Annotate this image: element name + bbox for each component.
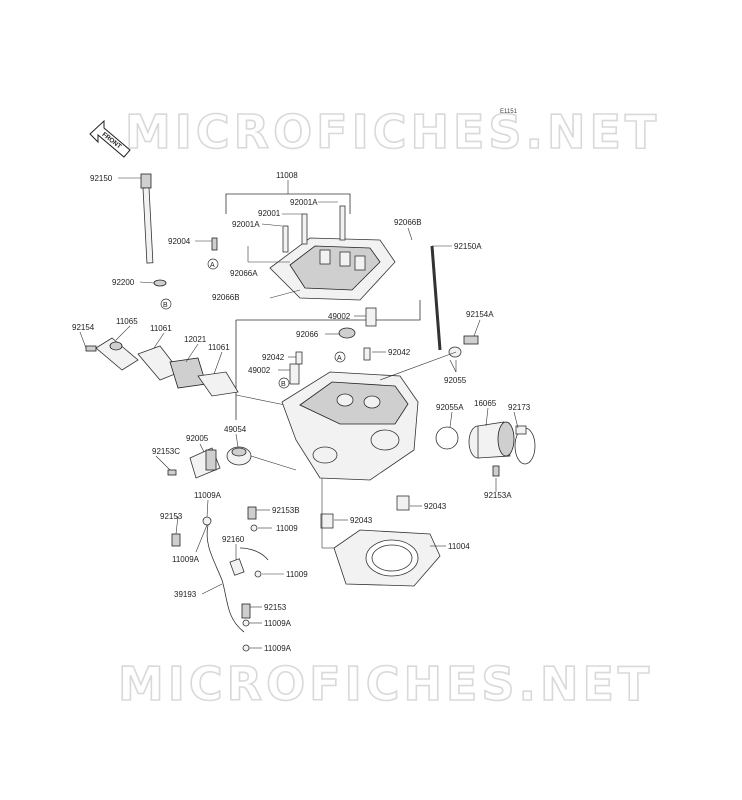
reed-valve-12021-icon xyxy=(169,357,207,389)
label-49002: 49002 xyxy=(248,366,271,375)
bolt-92153a-icon xyxy=(492,465,500,477)
oil-seal-92066-icon xyxy=(338,327,356,339)
head-gasket-11004-icon xyxy=(333,529,441,587)
label-92005: 92005 xyxy=(186,434,209,443)
tappet-49002-icon xyxy=(289,307,377,385)
svg-text:A: A xyxy=(337,355,342,362)
thermostat-cover-92005-icon xyxy=(189,447,221,479)
watermark-top: MICROFICHES.NET xyxy=(125,105,660,159)
label-11009-a: 11009 xyxy=(276,524,298,533)
label-16065: 16065 xyxy=(474,399,497,408)
intake-joint-16065-icon xyxy=(468,421,515,459)
cylinder-head-icon xyxy=(281,371,419,481)
label-92042-a: 92042 xyxy=(262,353,285,362)
label-12021: 12021 xyxy=(184,335,207,344)
washer-92200-icon xyxy=(153,279,167,287)
oil-pipe-39193-icon xyxy=(206,524,269,633)
bolt-92153-b-icon xyxy=(241,603,251,619)
label-11009a-a: 11009A xyxy=(194,491,222,500)
svg-text:B: B xyxy=(163,302,168,309)
label-92004: 92004 xyxy=(168,237,191,246)
bolt-92153b-icon xyxy=(247,506,257,520)
label-92150a: 92150A xyxy=(454,242,482,251)
label-11009a-b: 11009A xyxy=(172,555,200,564)
label-92160: 92160 xyxy=(222,535,245,544)
label-39193: 39193 xyxy=(174,590,197,599)
front-arrow-icon: FRONT xyxy=(89,119,131,158)
bolt-92154-icon xyxy=(85,345,97,352)
label-92055: 92055 xyxy=(444,376,467,385)
clamp-92173-icon xyxy=(514,425,536,465)
label-49002-top: 49002 xyxy=(328,312,351,321)
label-92043-b: 92043 xyxy=(424,502,447,511)
bolt-92153c-icon xyxy=(167,469,177,476)
thermostat-49054-icon xyxy=(226,446,252,466)
label-11004: 11004 xyxy=(448,542,470,551)
washer-11009a-icon xyxy=(202,516,212,526)
bolt-92154a-icon xyxy=(463,335,479,345)
camshaft-cap-icon xyxy=(269,237,396,301)
dowel-92043-a-icon xyxy=(320,513,334,529)
label-11065: 11065 xyxy=(116,317,138,326)
label-92001a-top: 92001A xyxy=(290,198,318,207)
dowel-92042-icon xyxy=(295,347,371,365)
stud-bolt-92150a-icon xyxy=(430,245,442,351)
label-92042-b: 92042 xyxy=(388,348,411,357)
label-92066b: 92066B xyxy=(212,293,240,302)
label-92150: 92150 xyxy=(90,174,113,183)
washer-11009-a-icon xyxy=(250,524,258,532)
label-92043-a: 92043 xyxy=(350,516,373,525)
ref-marker-a-mid: A xyxy=(334,351,346,363)
label-11061-a: 11061 xyxy=(150,324,172,333)
bolt-92001-icon xyxy=(282,205,346,253)
dowel-92004-icon xyxy=(211,237,218,251)
intake-pipe-11065-icon xyxy=(95,337,139,371)
label-92173: 92173 xyxy=(508,403,531,412)
stud-bolt-92150-icon xyxy=(140,173,154,264)
label-92153b: 92153B xyxy=(272,506,300,515)
gasket-11061-b-icon xyxy=(197,371,239,397)
diagram-code: E1151 xyxy=(500,109,518,115)
label-92153-b: 92153 xyxy=(264,603,287,612)
label-92153-a: 92153 xyxy=(160,512,183,521)
label-92066b-top: 92066B xyxy=(394,218,422,227)
watermark-bottom: MICROFICHES.NET xyxy=(118,657,653,711)
label-92153c: 92153C xyxy=(152,447,180,456)
ref-marker-a-top: A xyxy=(207,258,219,270)
bolt-92153-a-icon xyxy=(171,533,181,547)
label-92066: 92066 xyxy=(296,330,319,339)
label-92055a: 92055A xyxy=(436,403,464,412)
group-bracket-11008 xyxy=(225,193,351,214)
label-11008: 11008 xyxy=(276,171,298,180)
ref-marker-b-top: B xyxy=(160,298,172,310)
washer-11009-b-icon xyxy=(254,570,262,578)
washer-11009a-c-icon xyxy=(242,619,250,627)
label-92001a: 92001A xyxy=(232,220,260,229)
label-92153a: 92153A xyxy=(484,491,512,500)
svg-text:A: A xyxy=(210,262,215,269)
dowel-92043-b-icon xyxy=(396,495,410,511)
label-92200: 92200 xyxy=(112,278,135,287)
oring-92055a-icon xyxy=(435,426,459,450)
label-11009-b: 11009 xyxy=(286,570,308,579)
svg-text:B: B xyxy=(281,381,286,388)
ref-marker-b-mid: B xyxy=(278,377,290,389)
label-92154a: 92154A xyxy=(466,310,494,319)
label-11009a-c: 11009A xyxy=(264,619,292,628)
label-92001: 92001 xyxy=(258,209,281,218)
washer-11009a-d-icon xyxy=(242,644,250,652)
label-49054: 49054 xyxy=(224,425,247,434)
label-92154: 92154 xyxy=(72,323,95,332)
label-11009a-d: 11009A xyxy=(264,644,292,653)
label-11061-b: 11061 xyxy=(208,343,230,352)
label-92066a: 92066A xyxy=(230,269,258,278)
oring-92055-icon xyxy=(448,346,462,358)
